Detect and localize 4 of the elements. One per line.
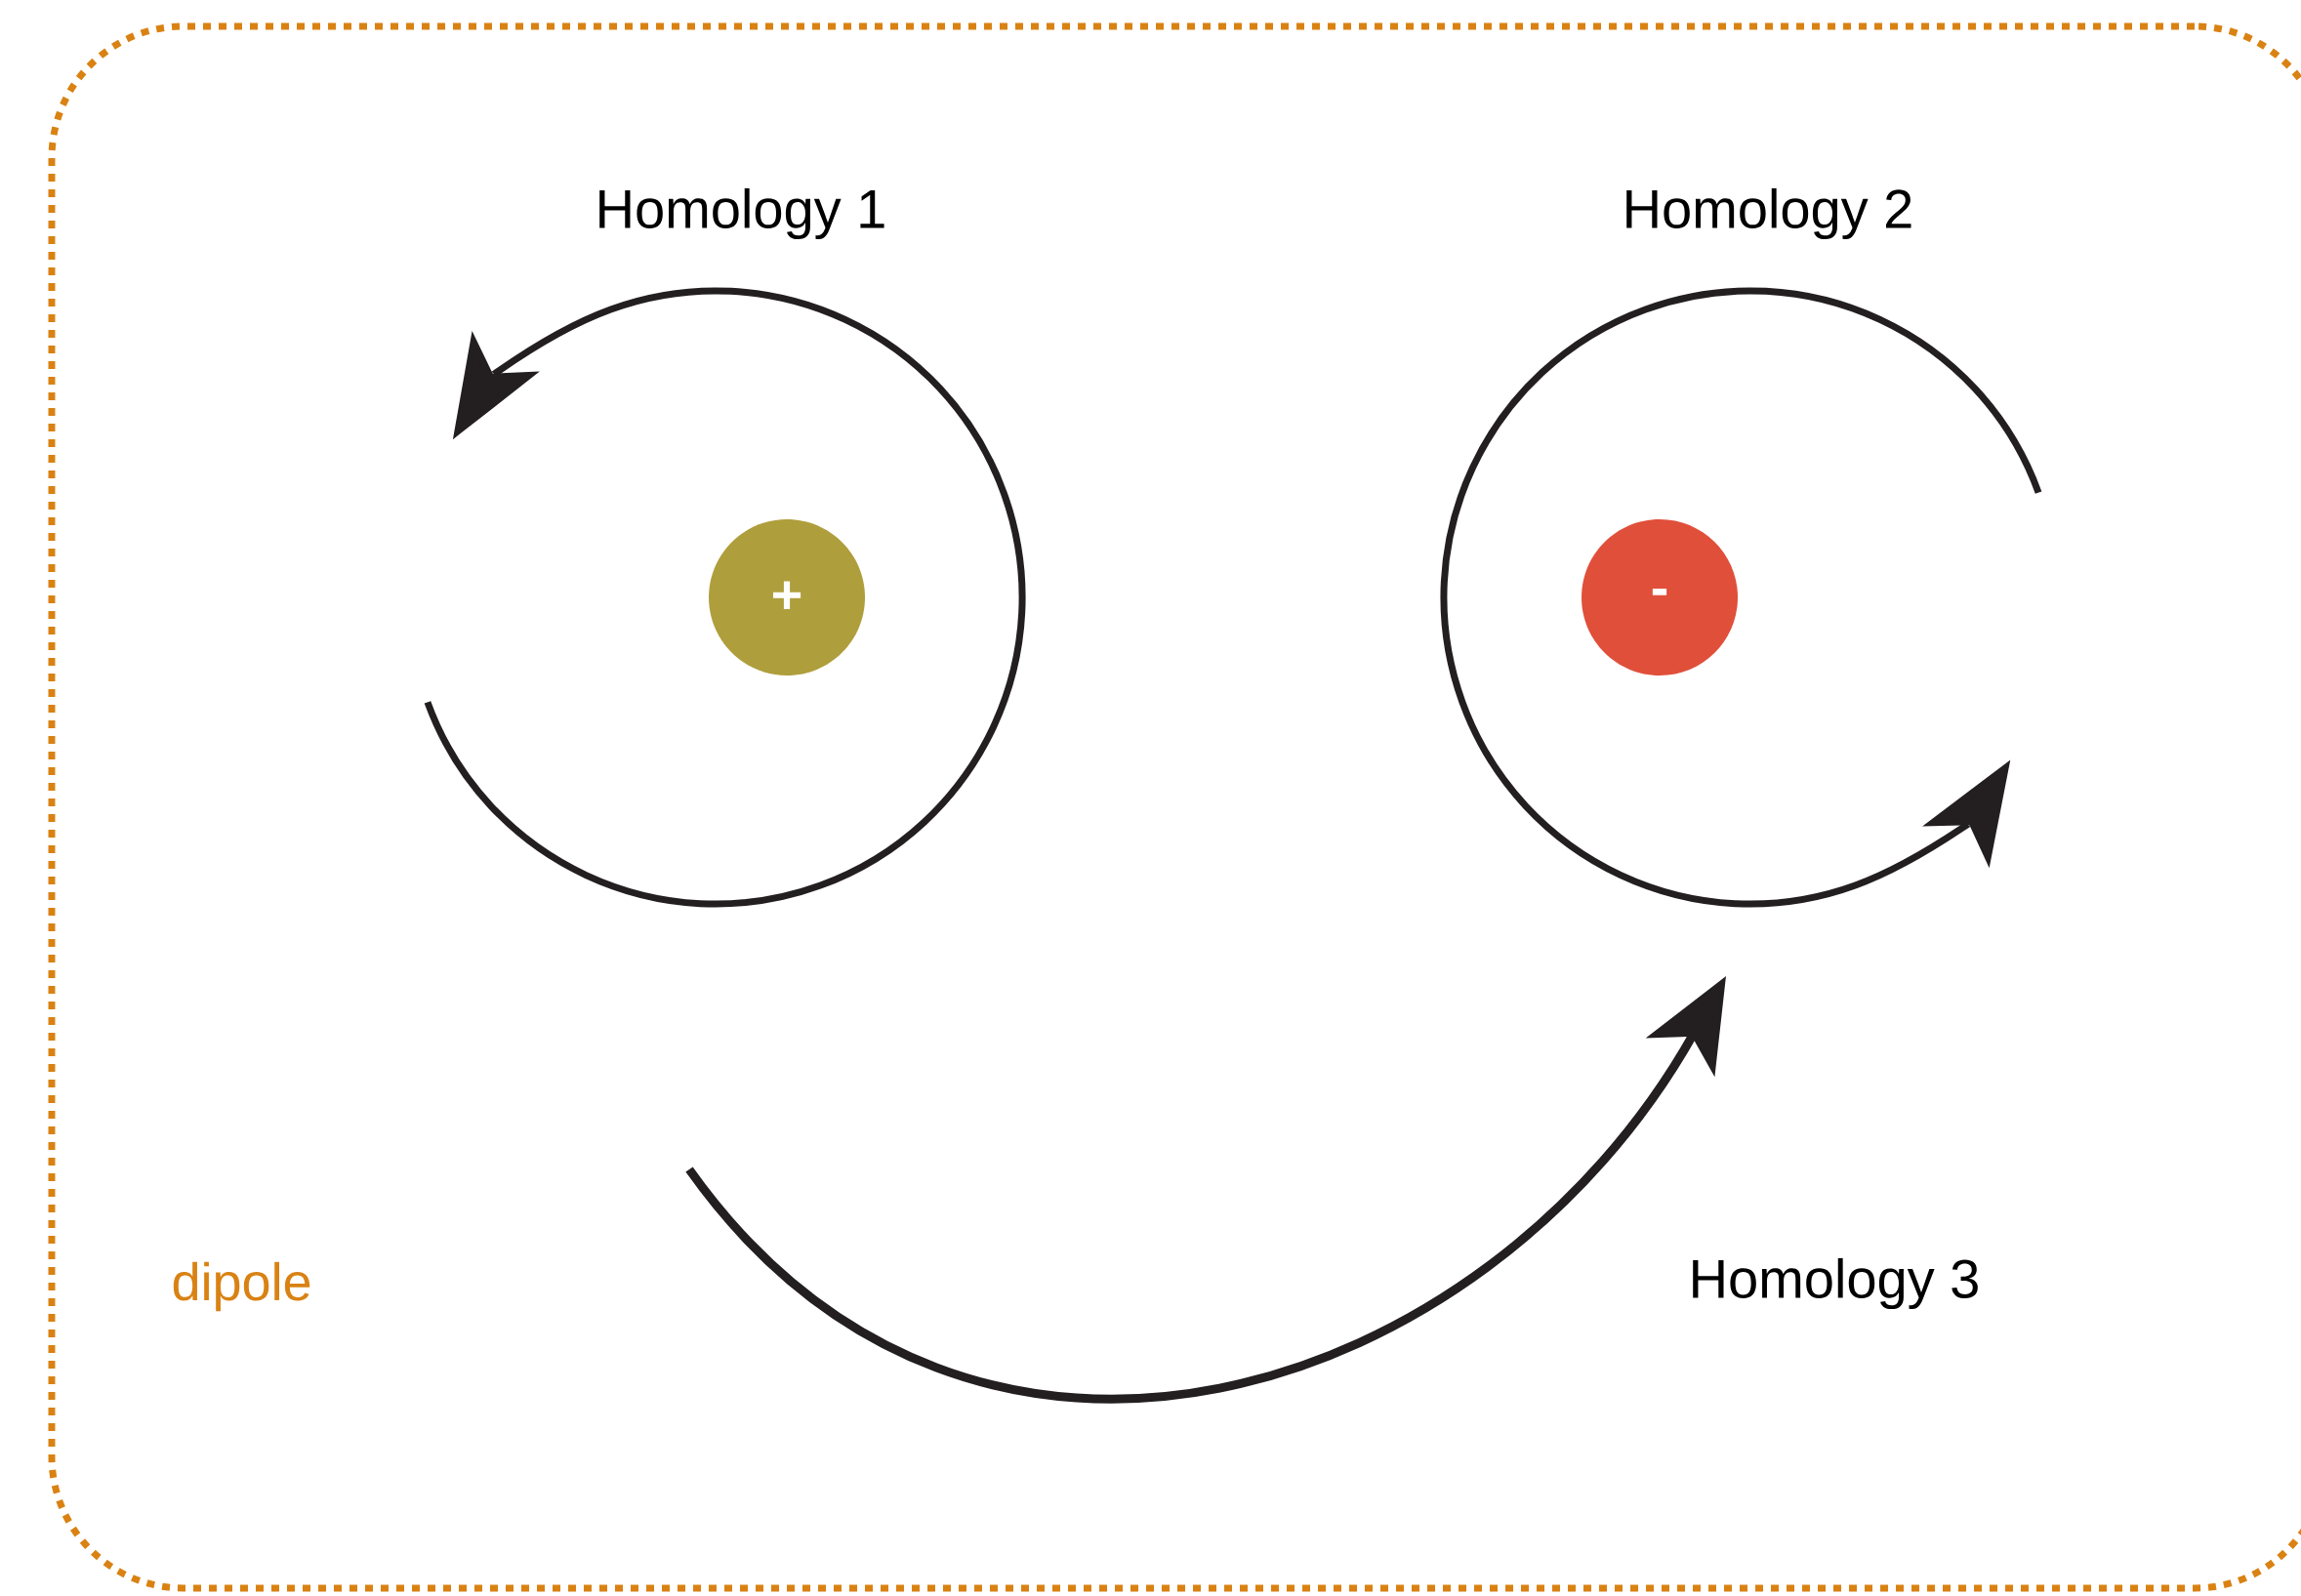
region-label: Homology 3 bbox=[1693, 1257, 1978, 1310]
region-label: Homology 2 bbox=[1626, 187, 1911, 240]
region-label: Homology 1 bbox=[599, 187, 884, 240]
group-label: dipole bbox=[173, 1261, 310, 1312]
